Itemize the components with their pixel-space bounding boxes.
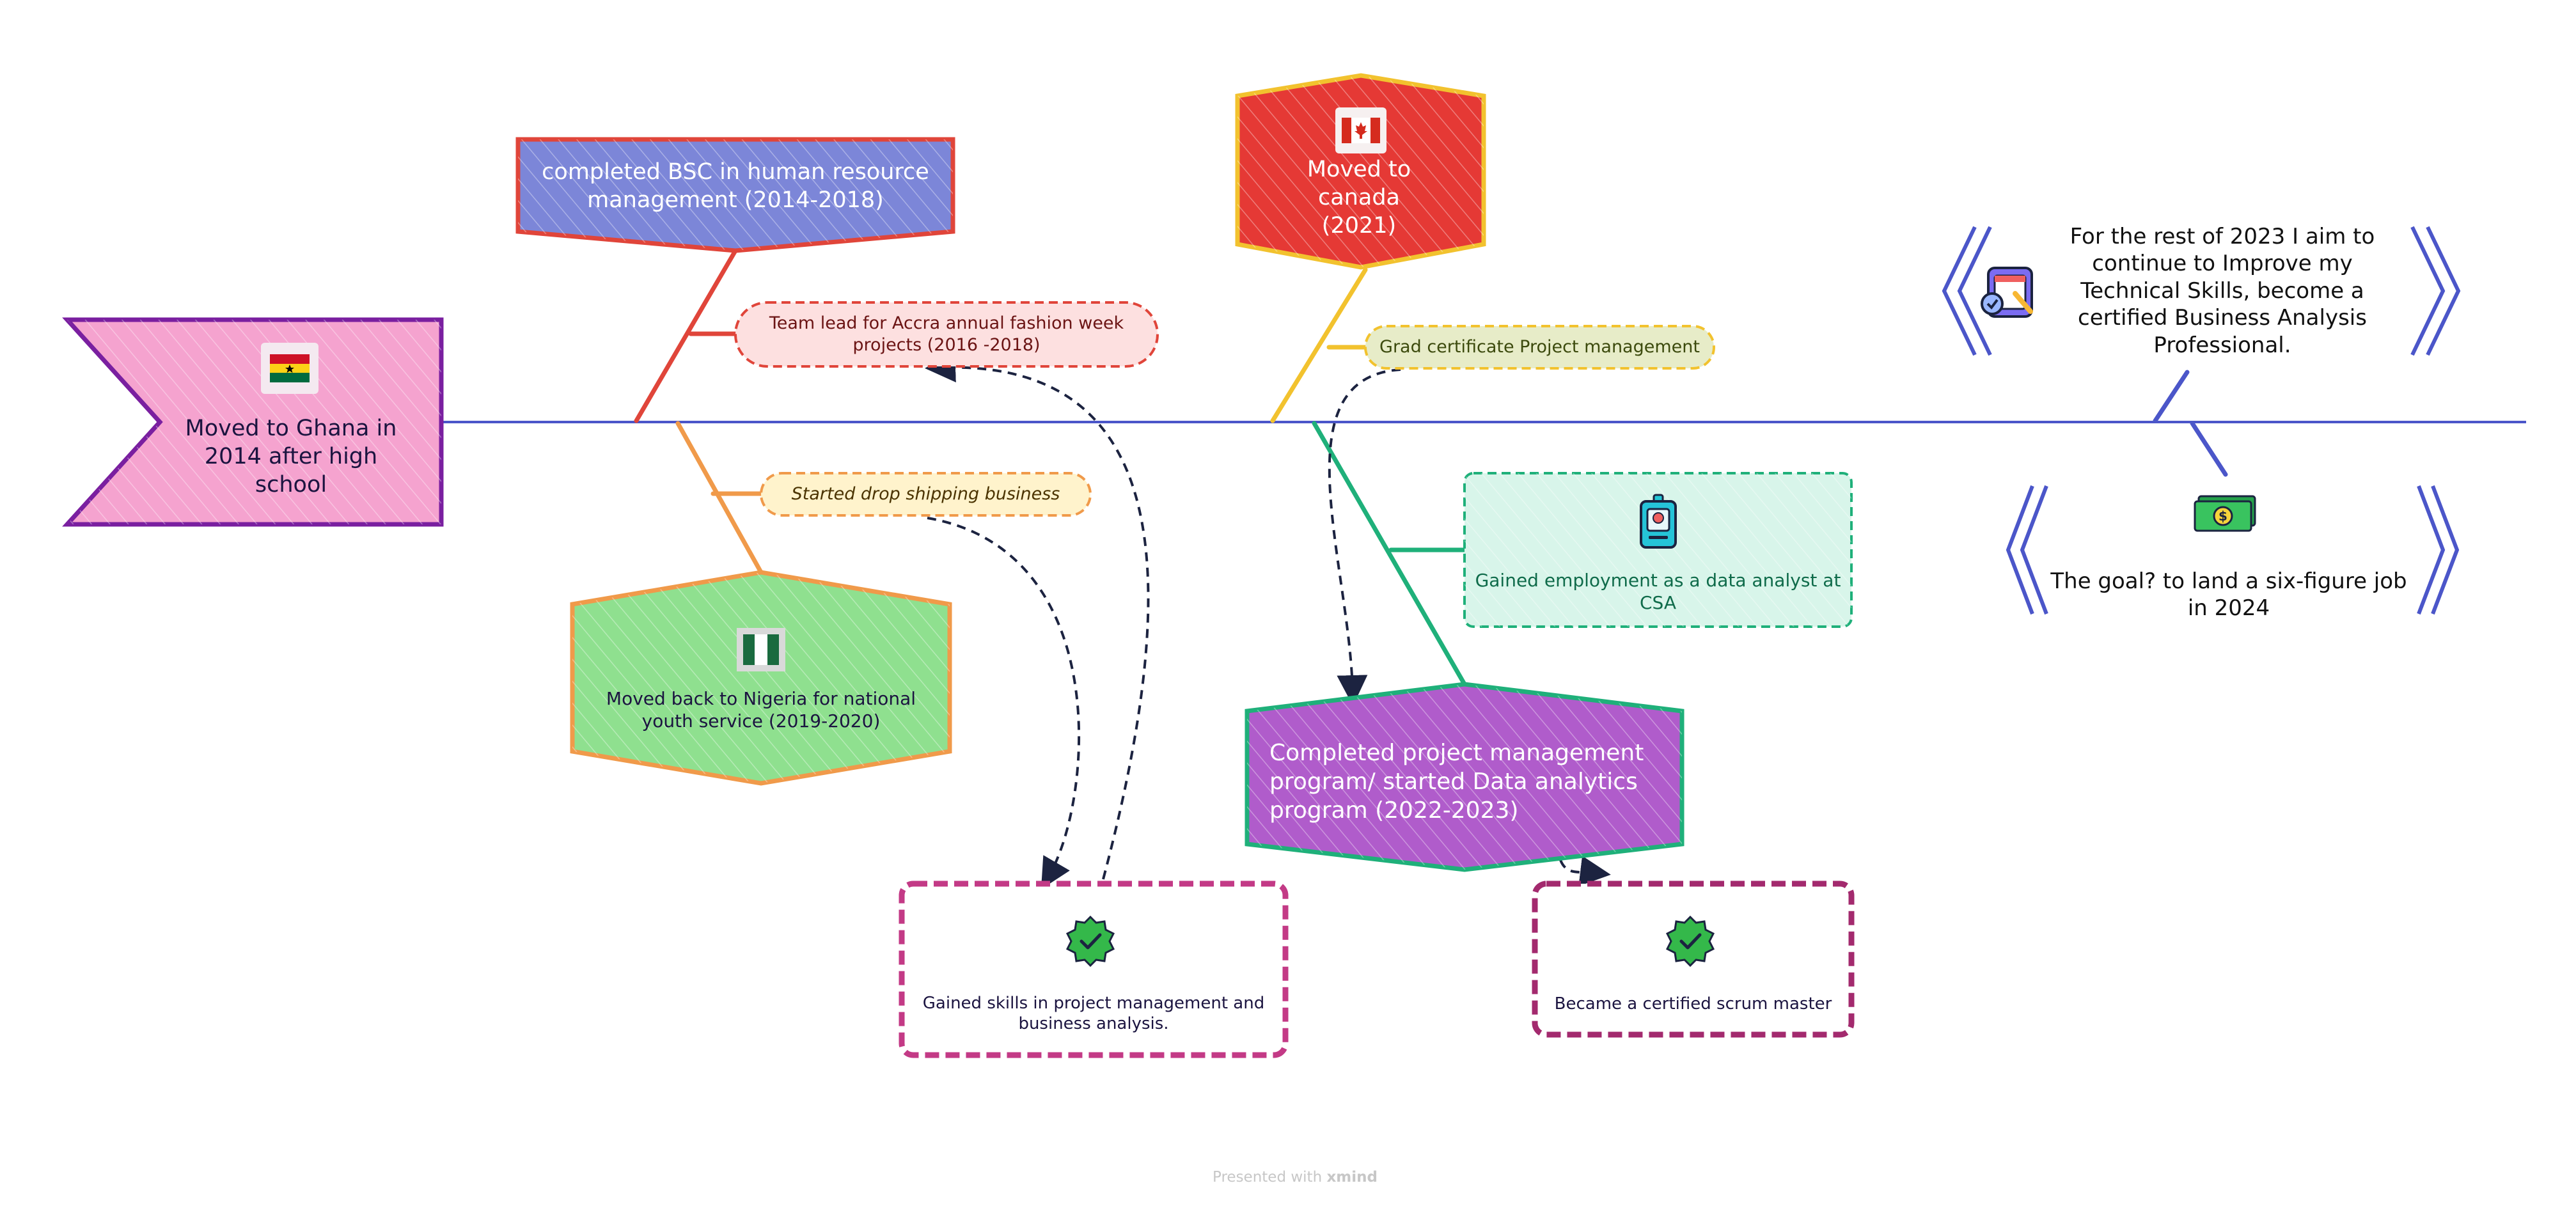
skills-outcome-box[interactable] — [899, 881, 1289, 1058]
aim-brackets — [1942, 226, 2461, 356]
footer-branding: Presented with xmind — [1190, 1169, 1401, 1192]
relationship-arrows — [925, 352, 1611, 889]
canada-flag-icon — [1335, 107, 1386, 153]
canada-topic-label: Moved to canada (2021) — [1307, 157, 1411, 239]
verified-check-icon — [1063, 914, 1118, 969]
xmind-logo: xmind — [1326, 1169, 1378, 1186]
nigeria-topic-label: Moved back to Nigeria for national youth… — [606, 688, 916, 732]
drop-to-skills-arrow — [927, 517, 1081, 889]
bsc-topic-label: completed BSC in human resource manageme… — [542, 159, 929, 213]
team-lead-pill[interactable] — [734, 301, 1159, 368]
goal-brackets — [2006, 485, 2460, 615]
verified-check-icon — [1663, 914, 1718, 969]
id-badge-icon — [1635, 492, 1682, 551]
aim-2023-label: For the rest of 2023 I aim to continue t… — [2069, 223, 2375, 358]
nigeria-flag-icon — [734, 625, 788, 674]
aim-connector — [2153, 370, 2190, 423]
branch-connectors — [634, 248, 2228, 687]
goal-2024-label: The goal? to land a six-figure job in 20… — [2050, 568, 2407, 622]
scrum-outcome-label: Became a certified scrum master — [1554, 994, 1832, 1014]
canada-connector — [1270, 267, 1368, 423]
planner-icon — [1976, 261, 2039, 324]
grad-certificate-pill[interactable] — [1364, 325, 1715, 370]
svg-text:$: $ — [2219, 508, 2227, 524]
money-icon: $ — [2190, 491, 2261, 537]
pm-topic-label: Completed project management program/ st… — [1269, 740, 1644, 824]
team-lead-label: Team lead for Accra annual fashion week … — [769, 313, 1124, 355]
pm-connector — [1312, 421, 1467, 687]
drop-shipping-pill[interactable] — [760, 472, 1092, 517]
nigeria-connector — [675, 421, 764, 575]
skills-outcome-label: Gained skills in project management and … — [922, 993, 1265, 1034]
drop-shipping-label: Started drop shipping business — [791, 484, 1060, 505]
grad-to-pm-arrow — [1328, 368, 1401, 706]
skills-to-team-lead-arrow — [925, 352, 1150, 880]
goal-connector — [2190, 421, 2228, 477]
data-analyst-label: Gained employment as a data analyst at C… — [1475, 570, 1841, 613]
pm-to-scrum-arrow — [1559, 856, 1611, 886]
footer-prefix: Presented with — [1213, 1169, 1323, 1186]
grad-certificate-label: Grad certificate Project management — [1379, 337, 1700, 357]
root-topic-label: Moved to Ghana in 2014 after high school — [185, 416, 397, 497]
bsc-connector — [634, 248, 738, 423]
ghana-flag-icon — [261, 343, 318, 394]
